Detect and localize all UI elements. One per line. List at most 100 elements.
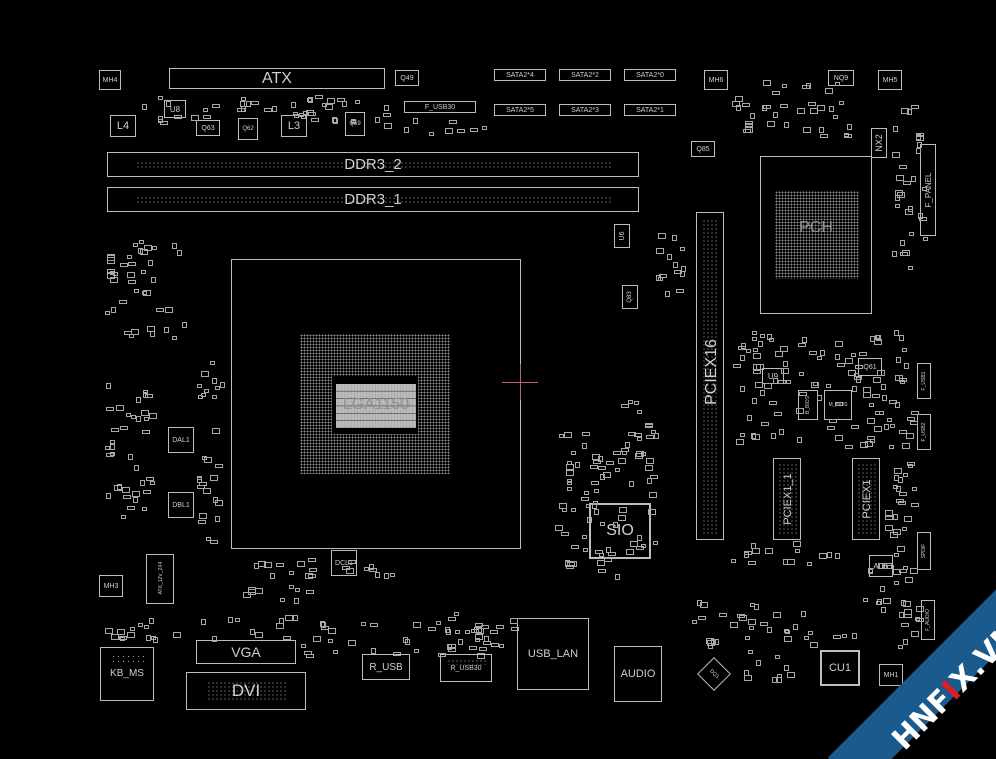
kb-ms-port[interactable]: KB_MS bbox=[100, 647, 154, 701]
smd-pad bbox=[902, 472, 908, 477]
smd-pad bbox=[809, 108, 818, 115]
sata0-connector[interactable]: SATA2*0 bbox=[624, 69, 676, 81]
smd-pad bbox=[490, 630, 499, 635]
smd-pad bbox=[806, 561, 812, 566]
sata4-connector[interactable]: SATA2*4 bbox=[494, 69, 546, 81]
mh6-hole: MH6 bbox=[704, 70, 728, 90]
smd-pad bbox=[211, 428, 220, 435]
f-usb2-connector[interactable]: F_USB2 bbox=[917, 414, 931, 450]
sata3-connector[interactable]: SATA2*3 bbox=[559, 104, 611, 116]
atx-connector[interactable]: ATX bbox=[169, 68, 385, 89]
sata5-connector[interactable]: SATA2*5 bbox=[494, 104, 546, 116]
smd-pad bbox=[199, 481, 208, 486]
smd-pad bbox=[752, 352, 761, 359]
f-panel-connector[interactable]: F_PANEL bbox=[920, 144, 936, 236]
smd-pad bbox=[383, 122, 392, 129]
smd-pad bbox=[132, 497, 138, 504]
smd-pad bbox=[741, 102, 750, 107]
dvi-port[interactable]: DVI bbox=[186, 672, 306, 710]
smd-pad bbox=[105, 628, 114, 635]
smd-pad bbox=[851, 633, 857, 640]
smd-pad bbox=[803, 636, 809, 641]
smd-pad bbox=[150, 635, 156, 640]
smd-pad bbox=[894, 467, 903, 474]
smd-pad bbox=[910, 104, 919, 109]
smd-pad bbox=[619, 506, 628, 513]
smd-pad bbox=[845, 444, 854, 449]
smd-pad bbox=[509, 618, 518, 625]
smd-pad bbox=[895, 375, 901, 382]
dvi-pins bbox=[207, 681, 287, 701]
pciex1-2-slot[interactable]: PCIEX1 bbox=[852, 458, 880, 540]
q62-part: Q62 bbox=[238, 118, 258, 140]
smd-pad bbox=[897, 545, 906, 552]
smd-pad bbox=[115, 405, 124, 412]
mh3-hole: MH3 bbox=[99, 575, 123, 597]
smd-pad bbox=[148, 618, 154, 625]
smd-pad bbox=[698, 615, 707, 620]
smd-pad bbox=[880, 607, 886, 614]
smd-pad bbox=[834, 434, 843, 441]
audio-jack[interactable]: AUDIO bbox=[614, 646, 662, 702]
q49-part: Q49 bbox=[395, 70, 419, 86]
smd-pad bbox=[307, 558, 316, 563]
smd-pad bbox=[590, 480, 599, 485]
r-usb-port[interactable]: R_USB bbox=[362, 654, 410, 680]
smd-pad bbox=[444, 127, 453, 134]
f-usb1-connector[interactable]: F_USB1 bbox=[917, 363, 931, 399]
smd-pad bbox=[127, 255, 133, 260]
smd-pad bbox=[767, 627, 773, 634]
smd-pad bbox=[191, 114, 200, 121]
pciex16-slot[interactable]: PCIEX16 bbox=[696, 212, 724, 540]
smd-pad bbox=[105, 493, 111, 500]
smd-pad bbox=[337, 97, 346, 102]
smd-pad bbox=[293, 111, 299, 116]
usb-lan-port[interactable]: USB_LAN bbox=[517, 618, 589, 690]
smd-pad bbox=[782, 360, 788, 367]
smd-pad bbox=[107, 273, 116, 280]
pciex1-1-slot[interactable]: PCIEX1_1 bbox=[773, 458, 801, 540]
smd-pad bbox=[413, 649, 419, 654]
smd-pad bbox=[158, 95, 164, 100]
smd-pad bbox=[215, 464, 224, 469]
atx-12v-connector[interactable]: ATX_12V_2X4 bbox=[146, 554, 174, 604]
spdif-connector[interactable]: SPDIF bbox=[917, 532, 931, 570]
smd-pad bbox=[142, 506, 148, 511]
smd-pad bbox=[305, 590, 314, 595]
smd-pad bbox=[413, 118, 419, 125]
smd-pad bbox=[176, 249, 182, 256]
vga-port[interactable]: VGA bbox=[196, 640, 296, 664]
smd-pad bbox=[882, 395, 888, 402]
smd-pad bbox=[896, 356, 902, 363]
smd-pad bbox=[834, 81, 840, 86]
smd-pad bbox=[351, 118, 357, 123]
ddr3-2-pins bbox=[136, 161, 612, 169]
smd-pad bbox=[255, 588, 264, 595]
smd-pad bbox=[922, 187, 928, 192]
smd-pad bbox=[203, 115, 212, 120]
r-usb30-port[interactable]: R_USB30 bbox=[440, 654, 492, 682]
ddr3-2-slot[interactable]: DDR3_2 bbox=[107, 152, 639, 177]
smd-pad bbox=[763, 104, 772, 109]
smd-pad bbox=[150, 480, 156, 485]
smd-pad bbox=[900, 252, 909, 257]
smd-pad bbox=[901, 599, 906, 606]
smd-pad bbox=[605, 546, 611, 553]
dcl1-part: DCL1 bbox=[331, 550, 357, 576]
smd-pad bbox=[645, 435, 654, 440]
smd-pad bbox=[321, 102, 327, 107]
ddr3-1-slot[interactable]: DDR3_1 bbox=[107, 187, 639, 212]
smd-pad bbox=[844, 132, 850, 137]
smd-pad bbox=[117, 484, 122, 491]
smd-pad bbox=[582, 442, 588, 449]
smd-pad bbox=[760, 389, 766, 396]
lga1150-socket[interactable]: LGA1150 bbox=[231, 259, 538, 549]
sata1-connector[interactable]: SATA2*1 bbox=[624, 104, 676, 116]
f-audio-connector[interactable]: F_AUDIO bbox=[921, 600, 935, 640]
sata2-connector[interactable]: SATA2*2 bbox=[559, 69, 611, 81]
smd-pad bbox=[137, 248, 143, 255]
f-usb30-connector[interactable]: F_USB30 bbox=[404, 101, 476, 113]
smd-pad bbox=[918, 216, 927, 221]
smd-pad bbox=[164, 306, 173, 313]
smd-pad bbox=[120, 514, 126, 519]
